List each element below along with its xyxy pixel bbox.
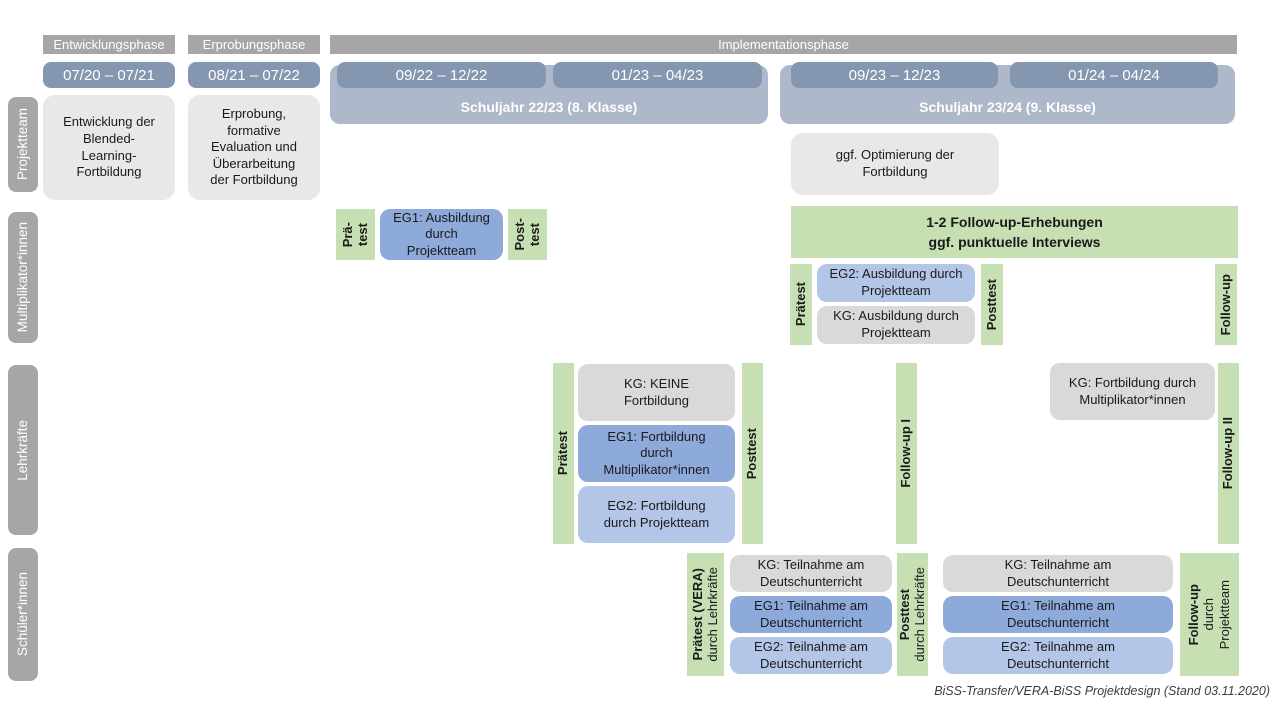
phase-bar-entwicklungsphase: Entwicklungsphase bbox=[43, 35, 175, 54]
strip-posttest-schueler: Posttest durch Lehrkräfte bbox=[897, 553, 928, 676]
period-bar-0123-0423: 01/23 – 04/23 bbox=[553, 62, 762, 88]
school-year-label-22-23: Schuljahr 22/23 (8. Klasse) bbox=[460, 99, 638, 115]
box-eg1-fortbildung-multiplikatoren: EG1: Fortbildung durch Multiplikator*inn… bbox=[578, 425, 735, 482]
row-label-projektteam: Projektteam bbox=[8, 97, 38, 192]
period-bar-0720-0721: 07/20 – 07/21 bbox=[43, 62, 175, 88]
row-label-schuelerinnen-text: Schüler*innen bbox=[14, 572, 30, 657]
box-eg1-ausbildung-projektteam: EG1: Ausbildung durch Projektteam bbox=[380, 209, 503, 260]
strip-posttest-schueler-main: Posttest bbox=[896, 588, 912, 641]
period-bar-0124-0424: 01/24 – 04/24 bbox=[1010, 62, 1218, 88]
strip-posttest-schueler-sub: durch Lehrkräfte bbox=[912, 567, 927, 662]
phase-bar-erprobungsphase: Erprobungsphase bbox=[188, 35, 320, 54]
strip-praetest-vera-sub: durch Lehrkräfte bbox=[705, 567, 720, 662]
strip-posttest-lehrkraefte: Posttest bbox=[742, 363, 763, 544]
box-entwicklung-fortbildung: Entwicklung der Blended- Learning- Fortb… bbox=[43, 95, 175, 200]
slide-caption: BiSS-Transfer/VERA-BiSS Projektdesign (S… bbox=[934, 684, 1270, 698]
box-kg-teilnahme-2: KG: Teilnahme am Deutschunterricht bbox=[943, 555, 1173, 592]
box-eg2-teilnahme-2: EG2: Teilnahme am Deutschunterricht bbox=[943, 637, 1173, 674]
school-year-label-23-24: Schuljahr 23/24 (9. Klasse) bbox=[919, 99, 1096, 115]
box-kg-fortbildung-multiplikatoren: KG: Fortbildung durch Multiplikator*inne… bbox=[1050, 363, 1215, 420]
strip-praetest2-multiplikatoren: Prätest bbox=[790, 264, 812, 345]
period-bar-0923-1223: 09/23 – 12/23 bbox=[791, 62, 998, 88]
strip-followup-multiplikatoren: Follow-up bbox=[1215, 264, 1237, 345]
strip-followup-schueler-main: Follow-up bbox=[1186, 583, 1202, 646]
strip-praetest-multiplikatoren: Prä- test bbox=[336, 209, 375, 260]
strip-followup-schueler-sub2: Projektteam bbox=[1216, 579, 1232, 650]
strip-praetest-lehrkraefte-text: Prätest bbox=[555, 431, 571, 476]
strip-praetest2-text: Prätest bbox=[792, 282, 808, 327]
row-label-projektteam-text: Projektteam bbox=[14, 108, 30, 181]
strip-followup1-lehrkraefte: Follow-up I bbox=[896, 363, 917, 544]
box-erprobung-evaluation: Erprobung, formative Evaluation und Über… bbox=[188, 95, 320, 200]
strip-followup-text: Follow-up bbox=[1217, 273, 1233, 336]
box-eg1-teilnahme-1: EG1: Teilnahme am Deutschunterricht bbox=[730, 596, 892, 633]
strip-posttest-lehrkraefte-text: Posttest bbox=[744, 427, 760, 480]
strip-praetest-line2: test bbox=[355, 222, 370, 247]
period-bar-0922-1222: 09/22 – 12/22 bbox=[337, 62, 546, 88]
row-label-lehrkraefte: Lehrkräfte bbox=[8, 365, 38, 535]
strip-posttest2-text: Posttest bbox=[983, 278, 999, 331]
box-eg1-teilnahme-2: EG1: Teilnahme am Deutschunterricht bbox=[943, 596, 1173, 633]
row-label-multiplikatorinnen-text: Multiplikator*innen bbox=[14, 222, 30, 333]
row-label-schuelerinnen: Schüler*innen bbox=[8, 548, 38, 681]
strip-followup2-text: Follow-up II bbox=[1220, 417, 1236, 490]
box-eg2-fortbildung-projektteam: EG2: Fortbildung durch Projektteam bbox=[578, 486, 735, 543]
strip-followup-schueler-sub1: durch bbox=[1201, 598, 1217, 631]
strip-praetest-vera: Prätest (VERA) durch Lehrkräfte bbox=[687, 553, 724, 676]
strip-followup-schueler: Follow-up durch Projektteam bbox=[1180, 553, 1239, 676]
strip-praetest-lehrkraefte: Prätest bbox=[553, 363, 574, 544]
period-bar-0821-0722: 08/21 – 07/22 bbox=[188, 62, 320, 88]
box-eg2-ausbildung-projektteam: EG2: Ausbildung durch Projektteam bbox=[817, 264, 975, 302]
box-kg-keine-fortbildung: KG: KEINE Fortbildung bbox=[578, 364, 735, 421]
box-followup-erhebungen: 1-2 Follow-up-Erhebungen ggf. punktuelle… bbox=[791, 206, 1238, 258]
strip-followup1-text: Follow-up I bbox=[898, 419, 914, 488]
strip-followup2-lehrkraefte: Follow-up II bbox=[1218, 363, 1239, 544]
box-eg2-teilnahme-1: EG2: Teilnahme am Deutschunterricht bbox=[730, 637, 892, 674]
row-label-multiplikatorinnen: Multiplikator*innen bbox=[8, 212, 38, 343]
row-label-lehrkraefte-text: Lehrkräfte bbox=[14, 419, 30, 481]
strip-praetest-vera-main: Prätest (VERA) bbox=[689, 568, 705, 661]
box-kg-ausbildung-projektteam: KG: Ausbildung durch Projektteam bbox=[817, 306, 975, 344]
box-kg-teilnahme-1: KG: Teilnahme am Deutschunterricht bbox=[730, 555, 892, 592]
phase-bar-implementationsphase: Implementationsphase bbox=[330, 35, 1237, 54]
strip-praetest-line1: Prä- bbox=[339, 221, 355, 248]
strip-posttest-line2: test bbox=[527, 222, 542, 247]
strip-posttest-multiplikatoren: Post- test bbox=[508, 209, 547, 260]
box-ggf-optimierung: ggf. Optimierung der Fortbildung bbox=[791, 133, 999, 195]
strip-posttest-line1: Post- bbox=[511, 218, 527, 251]
strip-posttest2-multiplikatoren: Posttest bbox=[981, 264, 1003, 345]
